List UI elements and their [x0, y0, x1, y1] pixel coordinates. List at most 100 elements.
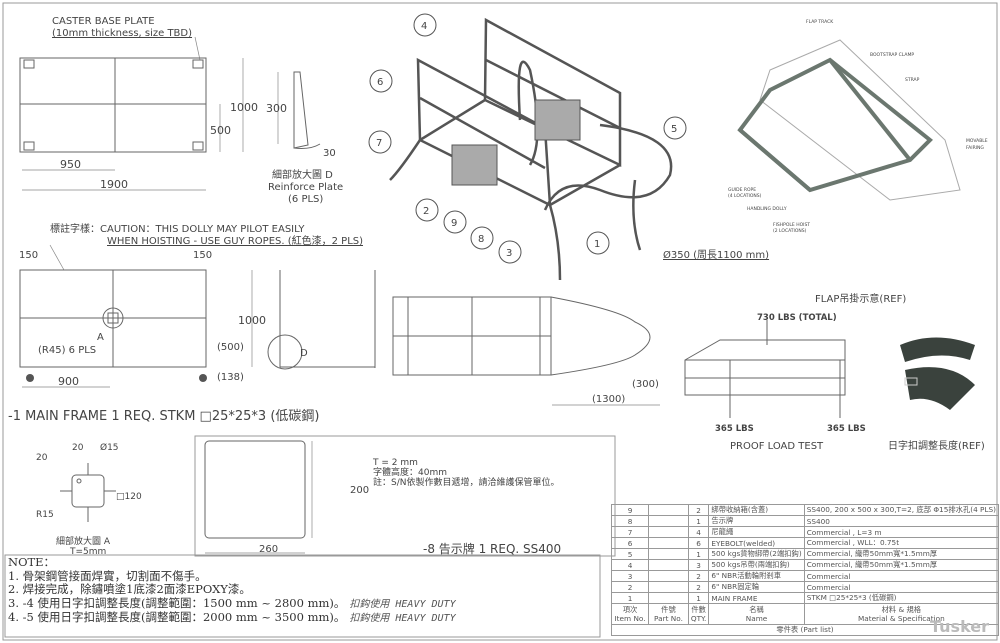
- callout-6: 6: [369, 69, 393, 93]
- sign-plate-label: -8 告示牌 1 REQ. SS400: [423, 542, 561, 556]
- svg-text:20: 20: [36, 453, 48, 463]
- sign-plate-panel: 260 200 T = 2 mm 字體高度：40mm 註：S/N依製作數目遞增，…: [194, 435, 616, 557]
- callout-2: 2: [415, 198, 439, 222]
- cell-part: [648, 526, 689, 538]
- svg-text:4: 4: [421, 21, 427, 32]
- svg-text:細部放大圖 A: 細部放大圖 A: [56, 535, 111, 547]
- svg-text:2: 2: [423, 206, 429, 217]
- isometric-view: 4 6 7 5 2 9 8 3 1 Ø350 (周長1100 mm): [368, 13, 769, 281]
- cell-qty: 6: [687, 537, 710, 549]
- cell-item: 9: [610, 504, 650, 516]
- svg-text:6: 6: [377, 77, 383, 88]
- svg-text:□120: □120: [116, 492, 142, 502]
- cell-qty: 2: [687, 504, 710, 516]
- dim-1000: 1000: [230, 101, 258, 114]
- callout-5: 5: [663, 116, 687, 140]
- cell-name: 6" NBR活動輪附剎車: [708, 570, 805, 582]
- cell-name: 6" NBR固定輪: [708, 581, 805, 593]
- dim-300: 300: [266, 102, 287, 115]
- svg-text:(2 LOCATIONS): (2 LOCATIONS): [773, 228, 807, 234]
- svg-text:Ø15: Ø15: [100, 442, 119, 453]
- handwritten-note: 扣鈎使用 HEAVY DUTY: [349, 598, 456, 610]
- load-left: 365 LBS: [715, 424, 754, 434]
- cell-name: MAIN FRAME: [708, 592, 805, 604]
- svg-text:(4 LOCATIONS): (4 LOCATIONS): [728, 193, 762, 199]
- svg-text:1: 1: [594, 239, 600, 250]
- cell-item: 1: [610, 592, 650, 604]
- caution-line2: WHEN HOISTING - USE GUY ROPES. (紅色漆，2 PL…: [107, 234, 363, 247]
- callout-8: 8: [470, 226, 494, 250]
- cell-qty: 1: [687, 592, 710, 604]
- svg-text:HANDLING DOLLY: HANDLING DOLLY: [747, 206, 787, 212]
- caster-plate-title: CASTER BASE PLATE: [52, 16, 155, 27]
- diameter-note: Ø350 (周長1100 mm): [663, 249, 769, 261]
- callouts: 4 6 7 5 2 9 8 3 1: [368, 13, 687, 264]
- cell-part: [648, 570, 689, 582]
- cell-qty: 4: [687, 526, 710, 538]
- cell-item: 7: [610, 526, 650, 538]
- cell-material: STKM □25*25*3 (低碳鋼): [803, 592, 1000, 604]
- cell-name: 綁帶收納箱(含蓋): [708, 504, 805, 516]
- cell-name: EYEBOLT(welded): [708, 537, 805, 549]
- dim-30: 30: [323, 148, 336, 159]
- svg-text:8: 8: [478, 234, 484, 245]
- load-total: 730 LBS (TOTAL): [757, 313, 837, 323]
- cell-part: [648, 592, 689, 604]
- cell-part: [648, 548, 689, 560]
- cell-name: 尼龍繩: [708, 526, 805, 538]
- svg-text:註：S/N依製作數目遞增，請洽維護保管單位。: 註：S/N依製作數目遞增，請洽維護保管單位。: [373, 476, 559, 488]
- detail-d-label: 細部放大圖 D: [272, 168, 333, 181]
- note-item: 1. 骨架鋼管接面焊實，切割面不傷手。: [8, 568, 207, 583]
- svg-text:MOVABLE: MOVABLE: [966, 138, 988, 144]
- dim-500: 500: [210, 124, 231, 137]
- cell-qty: 3: [687, 559, 710, 571]
- cell-material: Commercial: [803, 581, 1000, 593]
- note-item: 3. -4 使用日字扣調整長度(調整範圍：1500 mm ~ 2800 mm)。…: [8, 595, 456, 610]
- svg-text:字體高度：40mm: 字體高度：40mm: [373, 466, 447, 478]
- svg-text:200: 200: [350, 485, 369, 496]
- cell-part: [648, 581, 689, 593]
- cell-part: [648, 537, 689, 549]
- callout-4: 4: [413, 13, 437, 37]
- plan-view: (300) (1300): [392, 296, 660, 406]
- cell-material: Commercial, 織帶50mm寬*1.5mm厚: [803, 548, 1000, 560]
- svg-text:T = 2 mm: T = 2 mm: [372, 458, 418, 468]
- cell-qty: 1: [687, 548, 710, 560]
- main-frame-label: -1 MAIN FRAME 1 REQ. STKM □25*25*3 (低碳鋼): [8, 409, 319, 424]
- cell-part: [648, 515, 689, 527]
- detail-d-name: Reinforce Plate: [268, 182, 343, 193]
- load-right: 365 LBS: [827, 424, 866, 434]
- svg-text:BOOTSTRAP CLAMP: BOOTSTRAP CLAMP: [870, 52, 914, 58]
- notes-box: [4, 554, 601, 638]
- cell-name: 告示牌: [708, 515, 805, 527]
- svg-text:5: 5: [671, 124, 677, 135]
- svg-text:3: 3: [506, 248, 512, 259]
- cell-material: Commercial , L=3 m: [803, 526, 1000, 538]
- callout-3: 3: [498, 240, 522, 264]
- dim-950: 950: [60, 158, 81, 171]
- cell-material: SS400, 200 x 500 x 300,T=2, 底部 Φ15排水孔(4 …: [803, 504, 1000, 516]
- dim-1900: 1900: [100, 178, 128, 191]
- dim-138: (138): [217, 372, 244, 383]
- parts-footer-row: 零件表 (Part list): [611, 624, 999, 636]
- flap-reference: FLAP TRACK BOOTSTRAP CLAMP STRAP MOVABLE…: [728, 19, 988, 305]
- dim-300-ref: (300): [632, 379, 659, 390]
- detail-a: 20 20 Ø15 □120 R15 細部放大圖 A T=5mm: [36, 442, 142, 557]
- callout-7: 7: [368, 130, 392, 154]
- top-view: CASTER BASE PLATE (10mm thickness, size …: [19, 16, 258, 191]
- svg-text:GUIDE ROPE: GUIDE ROPE: [728, 187, 756, 193]
- svg-text:FISHPOLE HOIST: FISHPOLE HOIST: [773, 222, 810, 228]
- cell-item: 2: [610, 581, 650, 593]
- cell-material: Commercial: [803, 570, 1000, 582]
- svg-text:STRAP: STRAP: [905, 77, 920, 83]
- dim-1300-ref: (1300): [592, 394, 625, 405]
- dim-1000-front: 1000: [238, 314, 266, 327]
